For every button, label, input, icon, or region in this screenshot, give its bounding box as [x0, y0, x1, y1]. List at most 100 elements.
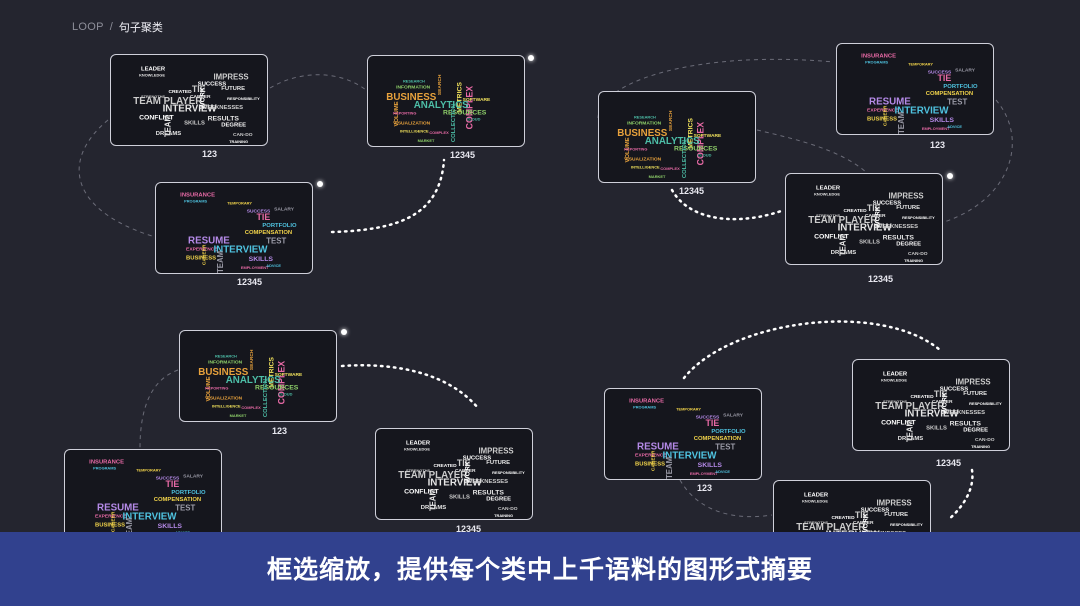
word-cloud-word: INTERVIEW: [428, 478, 483, 489]
word-cloud-word: TIE: [257, 212, 271, 222]
word-cloud-word: TEAM: [905, 420, 914, 442]
word-cloud-word: IMPRESS: [478, 446, 513, 455]
word-cloud-word: TEMPORARY: [136, 468, 161, 473]
word-cloud-word: TEAM PLAYER: [133, 96, 202, 107]
word-cloud-word: BUSINESS: [186, 255, 216, 261]
word-cloud-word: TEST: [266, 237, 286, 246]
word-cloud-word: SUCCESS: [696, 414, 720, 420]
word-cloud-word: SKILLS: [859, 239, 880, 245]
word-cloud-word: INTERVIEW: [213, 244, 268, 255]
word-cloud-word: CREATED: [433, 463, 457, 469]
word-cloud-word: INSURANCE: [861, 54, 896, 60]
word-cloud-word: INTERVIEW: [163, 104, 218, 115]
word-cloud-word: TEAM: [125, 518, 134, 540]
word-cloud-word: RESEARCH: [634, 114, 656, 119]
word-cloud-word: RESOURCES: [255, 385, 299, 392]
caption-bar: 框选缩放，提供每个类中上千语料的图形式摘要: [0, 532, 1080, 606]
dotted-link: [946, 468, 974, 522]
word-cloud-word: SKILLS: [249, 256, 274, 263]
word-cloud-word: DEGREE: [221, 122, 246, 128]
dotted-link: [682, 320, 942, 380]
word-cloud-word: VOLUME: [206, 376, 212, 401]
word-cloud-word: SUCCESS: [247, 208, 271, 214]
word-cloud-word: ANALYTICS: [226, 375, 281, 386]
word-cloud-word: EMPLOYMENT: [241, 265, 269, 270]
word-cloud-word: TIE: [938, 73, 952, 83]
word-cloud-word: SUCCESS: [940, 386, 968, 392]
word-cloud-word: CAREER: [651, 450, 657, 471]
word-cloud-word: TEST: [175, 504, 195, 513]
word-cloud-word: PORTFOLIO: [171, 490, 206, 496]
orbit-link: [756, 129, 867, 173]
word-cloud-word: TIE: [934, 389, 948, 399]
word-cloud-word: MARKET: [418, 138, 435, 143]
word-cloud-word: SEARCH: [668, 110, 674, 131]
word-cloud-word: LEADER: [883, 372, 908, 378]
word-cloud-word: WEEKNESSES: [467, 479, 508, 485]
word-cloud-word: RESUME: [97, 503, 139, 514]
cluster-count-label: 123: [201, 149, 217, 159]
word-cloud-word: COMPENSATION: [245, 230, 292, 236]
word-cloud-word: PROGRAMS: [93, 466, 116, 471]
word-cloud-word: BUSINESS: [617, 128, 667, 139]
dotted-link: [670, 188, 786, 221]
word-cloud-word: FUTURE: [486, 460, 510, 466]
word-cloud-word: WORK: [875, 206, 882, 228]
word-cloud-word: RESULTS: [950, 421, 982, 428]
word-cloud-word: SEARCH: [437, 74, 443, 95]
word-cloud-word: SUCCESS: [928, 69, 952, 75]
word-cloud-word: PROGRAMS: [184, 199, 207, 204]
word-cloud-word: RESOURCES: [674, 146, 718, 153]
word-cloud-word: METRICS: [269, 357, 276, 388]
word-cloud-word: FUTURE: [963, 391, 987, 397]
breadcrumb: LOOP / 句子聚类: [72, 19, 163, 35]
word-cloud-word: INTELLIGENCE: [631, 164, 660, 169]
word-cloud-word: WORK: [465, 461, 472, 483]
word-cloud-word: INTERVIEW: [905, 409, 960, 420]
word-cloud-word: WEEKNESSES: [944, 410, 985, 416]
word-cloud-word: INTELLIGENCE: [212, 403, 241, 408]
word-cloud-word: SKILLS: [158, 523, 183, 530]
word-cloud-word: INSURANCE: [89, 460, 124, 466]
word-cloud-word: ANALYTICS: [414, 100, 469, 111]
breadcrumb-root[interactable]: LOOP: [72, 21, 104, 33]
word-cloud-word: CONFLICT: [881, 420, 916, 427]
cluster-count-label: 12345: [449, 150, 475, 160]
cluster-count-label: 12345: [236, 277, 262, 287]
word-cloud-word: TEAM PLAYER: [808, 215, 877, 226]
dotted-link: [340, 364, 480, 410]
word-cloud-word: SKILLS: [698, 462, 723, 469]
dotted-link: [330, 158, 446, 234]
word-cloud-word: RESPONSIBILITY: [890, 522, 923, 527]
word-cloud-word: RESPONSIBILITY: [902, 215, 935, 220]
word-cloud-word: TRAINING: [494, 513, 513, 518]
cluster-count-label: 123: [271, 426, 287, 436]
word-cloud-word: IMPRESS: [213, 72, 248, 81]
word-cloud-word: KNOWLEDGE: [881, 378, 907, 383]
word-cloud-word: STRENGTHS: [816, 213, 840, 218]
orbit-link: [943, 99, 1013, 223]
word-cloud-word: STRENGTHS: [883, 399, 907, 404]
orbit-link: [139, 369, 179, 449]
word-cloud-word: SALARY: [955, 67, 976, 73]
word-cloud-word: RESUME: [637, 442, 679, 453]
word-cloud-word: CLOUD: [467, 117, 481, 122]
word-cloud-word: EXPERIENCE: [186, 247, 218, 253]
word-cloud-word: METRICS: [688, 118, 695, 149]
word-cloud-word: RESOURCES: [443, 110, 487, 117]
word-cloud-word: IMPRESS: [876, 498, 911, 507]
